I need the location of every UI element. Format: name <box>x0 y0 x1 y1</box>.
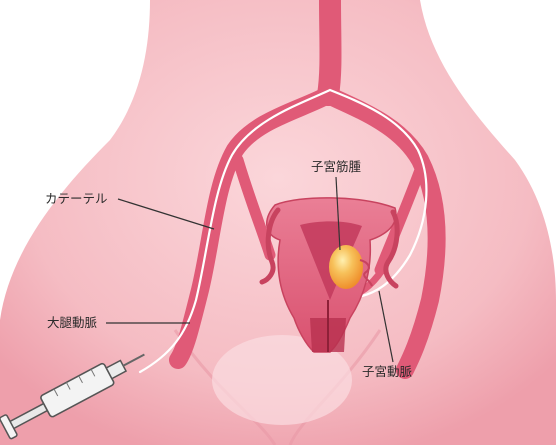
catheter-label: カテーテル <box>45 193 108 206</box>
femoral-artery-label: 大腿動脈 <box>47 317 97 330</box>
fibroid-label: 子宮筋腫 <box>311 161 361 174</box>
fibroid-icon <box>329 245 363 289</box>
aorta <box>328 0 331 95</box>
uterine-artery-label: 子宮動脈 <box>362 366 412 379</box>
